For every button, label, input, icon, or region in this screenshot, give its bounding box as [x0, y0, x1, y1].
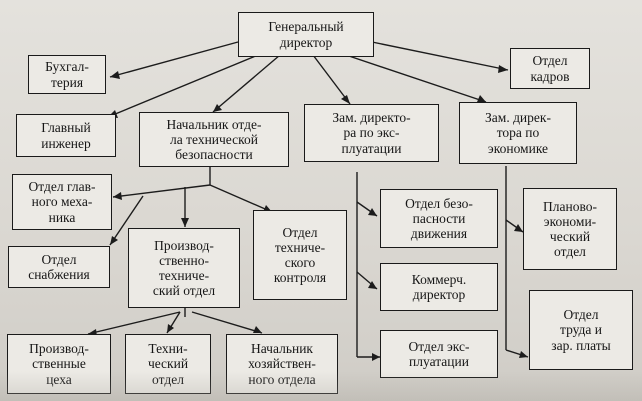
- node-accounting: Бухгал- терия: [28, 55, 106, 94]
- node-technical-dept: Техни- ческий отдел: [125, 334, 211, 394]
- node-tech-control: Отдел техниче- ского контроля: [253, 210, 347, 300]
- node-deputy-economics: Зам. дирек- тора по экономике: [459, 102, 577, 164]
- node-labor-wages: Отдел труда и зар. платы: [529, 290, 633, 370]
- node-traffic-safety: Отдел безо- пасности движения: [380, 189, 498, 248]
- node-gen-director: Генеральный директор: [238, 12, 374, 57]
- node-planning-economic: Планово- экономи- ческий отдел: [523, 188, 617, 270]
- node-household-head: Начальник хозяйствен- ного отдела: [226, 334, 338, 394]
- node-commercial-director: Коммерч. директор: [380, 263, 498, 311]
- node-hr-dept: Отдел кадров: [510, 48, 590, 89]
- node-deputy-operations: Зам. директо- ра по экс- плуатации: [304, 104, 439, 162]
- node-supply-dept: Отдел снабжения: [8, 246, 110, 288]
- node-chief-engineer: Главный инженер: [16, 114, 116, 157]
- node-operations-dept: Отдел экс- плуатации: [380, 330, 498, 378]
- node-safety-head: Начальник отде- ла технической безопасно…: [139, 112, 289, 167]
- node-production-tech: Производ- ственно- техниче- ский отдел: [128, 228, 240, 308]
- node-chief-mechanic: Отдел глав- ного меха- ника: [12, 174, 112, 230]
- node-production-shops: Производ- ственные цеха: [7, 334, 111, 394]
